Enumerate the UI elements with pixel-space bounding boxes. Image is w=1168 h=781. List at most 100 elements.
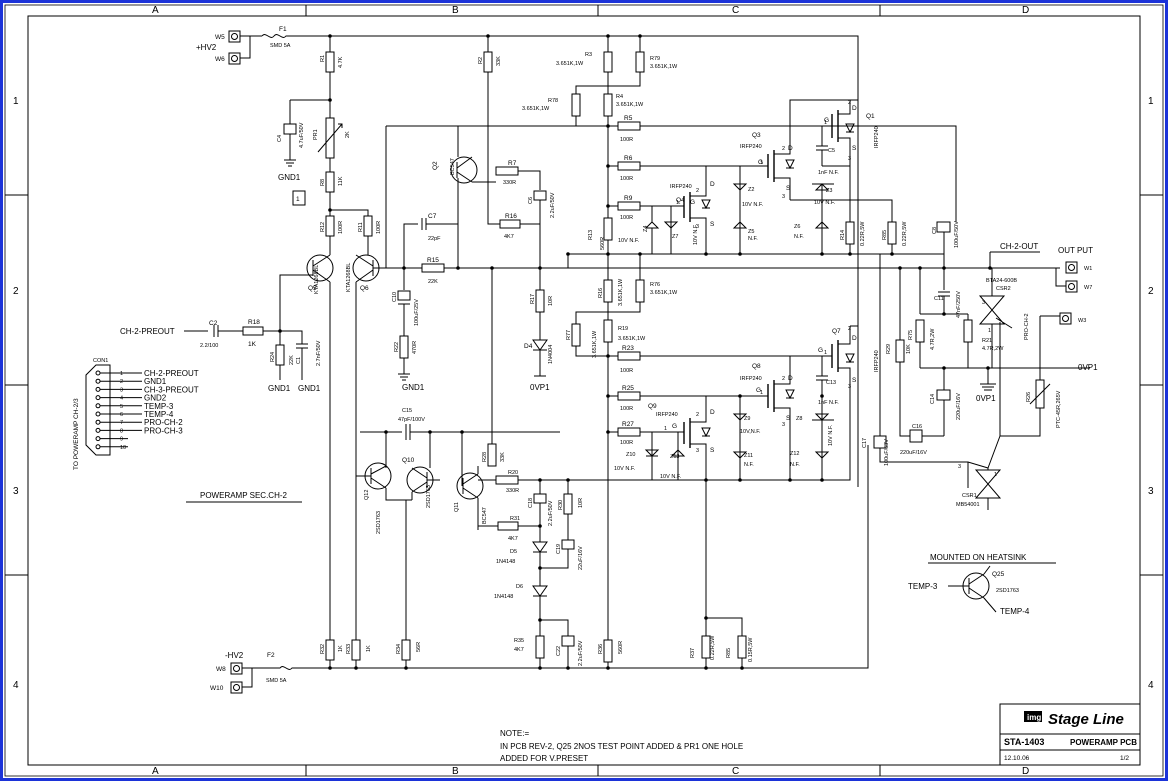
svg-text:Q4: Q4 bbox=[676, 197, 685, 204]
brand-logo: Stage Line bbox=[1048, 711, 1124, 728]
svg-text:2.2uF/50V: 2.2uF/50V bbox=[550, 192, 556, 218]
row-label-3-right: 3 bbox=[1148, 486, 1154, 497]
svg-text:PR1: PR1 bbox=[313, 129, 319, 140]
svg-text:C11: C11 bbox=[934, 296, 944, 302]
svg-text:33K: 33K bbox=[500, 452, 506, 462]
svg-text:R33: R33 bbox=[346, 644, 352, 654]
svg-text:33K: 33K bbox=[496, 56, 502, 66]
svg-text:R3: R3 bbox=[585, 52, 592, 58]
svg-text:Z8: Z8 bbox=[796, 416, 802, 422]
svg-text:R76: R76 bbox=[650, 282, 660, 288]
svg-text:N.F.: N.F. bbox=[794, 234, 804, 240]
svg-text:22K: 22K bbox=[289, 355, 295, 365]
negative-supply: W8 W10 -HV2 F2 SMD 5A bbox=[210, 445, 869, 694]
doc-number: STA-1403 bbox=[1004, 737, 1044, 747]
svg-text:4.7K: 4.7K bbox=[338, 56, 344, 68]
doc-title: POWERAMP PCB bbox=[1070, 738, 1137, 747]
svg-text:2: 2 bbox=[782, 146, 785, 152]
svg-text:IRFP240: IRFP240 bbox=[740, 144, 762, 150]
svg-text:10V N.F.: 10V N.F. bbox=[660, 474, 682, 480]
svg-text:3.651K,1W: 3.651K,1W bbox=[522, 106, 550, 112]
note-block: NOTE:= IN PCB REV-2, Q25 2NOS TEST POINT… bbox=[500, 729, 743, 763]
svg-text:S: S bbox=[710, 221, 715, 228]
lower-driver: R16 3.651K,1W R76 3.651K,1W R77 3.651K,1… bbox=[186, 254, 880, 668]
svg-text:0.22R,5W: 0.22R,5W bbox=[860, 221, 866, 246]
con1-signal-label: PRO-CH-2 bbox=[144, 418, 183, 427]
svg-text:2SD1763: 2SD1763 bbox=[376, 511, 382, 534]
svg-text:4K7: 4K7 bbox=[508, 536, 518, 542]
con1-signal-label: CH-2-PREOUT bbox=[144, 369, 199, 378]
svg-text:S: S bbox=[710, 447, 715, 454]
svg-text:S: S bbox=[786, 415, 791, 422]
svg-text:R19: R19 bbox=[618, 326, 628, 332]
svg-text:1: 1 bbox=[988, 328, 991, 334]
svg-text:Q1: Q1 bbox=[866, 113, 875, 120]
svg-text:IRFP240: IRFP240 bbox=[656, 412, 678, 418]
svg-text:GND1: GND1 bbox=[402, 383, 425, 392]
svg-text:C16: C16 bbox=[912, 424, 922, 430]
svg-text:1K: 1K bbox=[338, 645, 344, 652]
svg-text:R32: R32 bbox=[320, 644, 326, 654]
svg-text:Q3: Q3 bbox=[752, 132, 761, 139]
img-logo bbox=[1024, 711, 1042, 722]
heatsink-sensor: MOUNTED ON HEATSINK Q25 2SD1763 TEMP-3 T… bbox=[908, 553, 1056, 616]
svg-text:R11: R11 bbox=[358, 222, 364, 232]
con1-pin-number: 9 bbox=[120, 437, 123, 443]
upper-driver: R2 33K BC547 Q2 R7 330R C6 2.2uF/50V R16… bbox=[385, 36, 957, 392]
svg-text:220uF/16V: 220uF/16V bbox=[900, 450, 927, 456]
con1-pin-number: 1 bbox=[120, 371, 123, 377]
svg-text:0VP1: 0VP1 bbox=[1078, 363, 1098, 372]
con1-signal-label: PRO-CH-3 bbox=[144, 426, 183, 435]
svg-text:3: 3 bbox=[848, 156, 851, 162]
svg-text:Q5: Q5 bbox=[308, 285, 317, 292]
svg-text:0VP1: 0VP1 bbox=[976, 394, 996, 403]
testpoint-1: 1 bbox=[296, 196, 300, 203]
grid-columns: A B C D A B C D bbox=[152, 5, 1029, 777]
svg-text:R75: R75 bbox=[908, 330, 914, 340]
svg-text:Q8: Q8 bbox=[752, 363, 761, 370]
svg-text:3.651K,1W: 3.651K,1W bbox=[618, 336, 646, 342]
positive-supply: W5 W6 +HV2 F1 SMD 5A bbox=[196, 26, 859, 487]
svg-text:C18: C18 bbox=[528, 498, 534, 508]
row-label-3-left: 3 bbox=[13, 486, 19, 497]
svg-text:Z3: Z3 bbox=[826, 188, 832, 194]
svg-text:3: 3 bbox=[982, 300, 985, 306]
svg-text:Q25: Q25 bbox=[992, 571, 1005, 578]
svg-text:2SD1763: 2SD1763 bbox=[996, 588, 1019, 594]
svg-text:R16: R16 bbox=[505, 213, 517, 220]
out-put-label: OUT PUT bbox=[1058, 246, 1093, 255]
svg-text:BC547: BC547 bbox=[450, 158, 456, 175]
svg-text:100R: 100R bbox=[620, 440, 633, 446]
svg-text:2.2uF/50V: 2.2uF/50V bbox=[578, 640, 584, 666]
sheet-number: 1/2 bbox=[1120, 755, 1129, 762]
svg-text:GND1: GND1 bbox=[268, 384, 291, 393]
svg-text:22K: 22K bbox=[428, 279, 438, 285]
svg-text:C15: C15 bbox=[402, 408, 412, 414]
svg-text:100R: 100R bbox=[620, 406, 633, 412]
doc-date: 12.10.06 bbox=[1004, 755, 1030, 762]
svg-text:2: 2 bbox=[848, 326, 851, 332]
svg-text:1K: 1K bbox=[248, 341, 257, 348]
svg-text:2: 2 bbox=[782, 376, 785, 382]
svg-text:1: 1 bbox=[994, 472, 997, 478]
svg-text:Z4: Z4 bbox=[643, 226, 649, 232]
svg-text:R9: R9 bbox=[624, 195, 633, 202]
input-label: CH-2-PREOUT bbox=[120, 327, 175, 336]
svg-text:100R: 100R bbox=[376, 221, 382, 234]
svg-text:R1: R1 bbox=[320, 55, 326, 62]
svg-text:IRFP240: IRFP240 bbox=[740, 376, 762, 382]
svg-text:10V N.F.: 10V N.F. bbox=[618, 238, 640, 244]
svg-text:2K: 2K bbox=[345, 131, 351, 138]
svg-text:Z11: Z11 bbox=[744, 453, 753, 459]
row-label-2-left: 2 bbox=[13, 286, 19, 297]
svg-text:D: D bbox=[788, 145, 793, 152]
svg-text:R22: R22 bbox=[394, 342, 400, 352]
svg-text:100R: 100R bbox=[620, 215, 633, 221]
svg-text:100R: 100R bbox=[338, 221, 344, 234]
row-label-4-left: 4 bbox=[13, 680, 19, 691]
con1-pin-number: 6 bbox=[120, 412, 123, 418]
svg-text:10V N.F.: 10V N.F. bbox=[693, 223, 699, 245]
svg-text:C8: C8 bbox=[932, 227, 938, 234]
svg-text:C6: C6 bbox=[528, 197, 534, 204]
